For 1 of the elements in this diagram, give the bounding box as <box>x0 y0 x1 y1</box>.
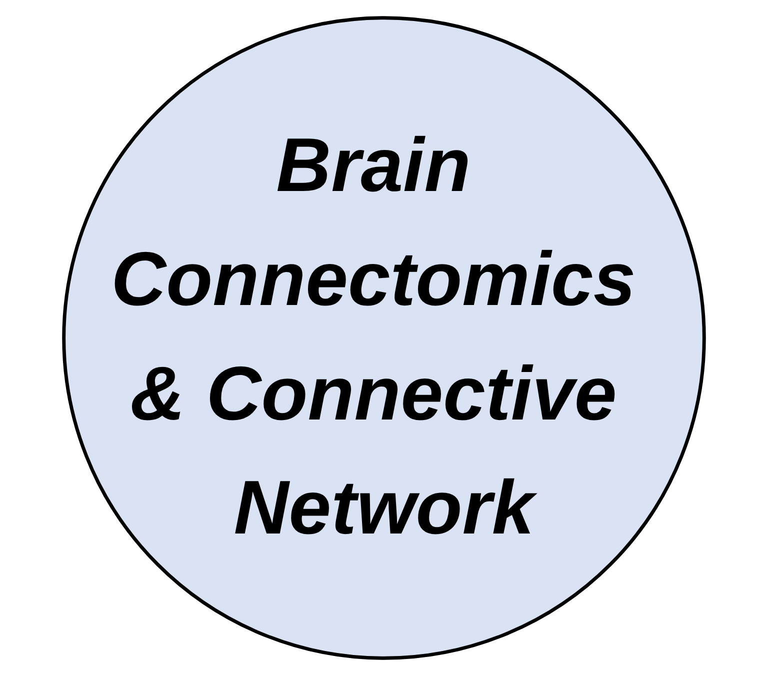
node-circle: Brain Connectomics & Connective Network <box>62 16 706 660</box>
